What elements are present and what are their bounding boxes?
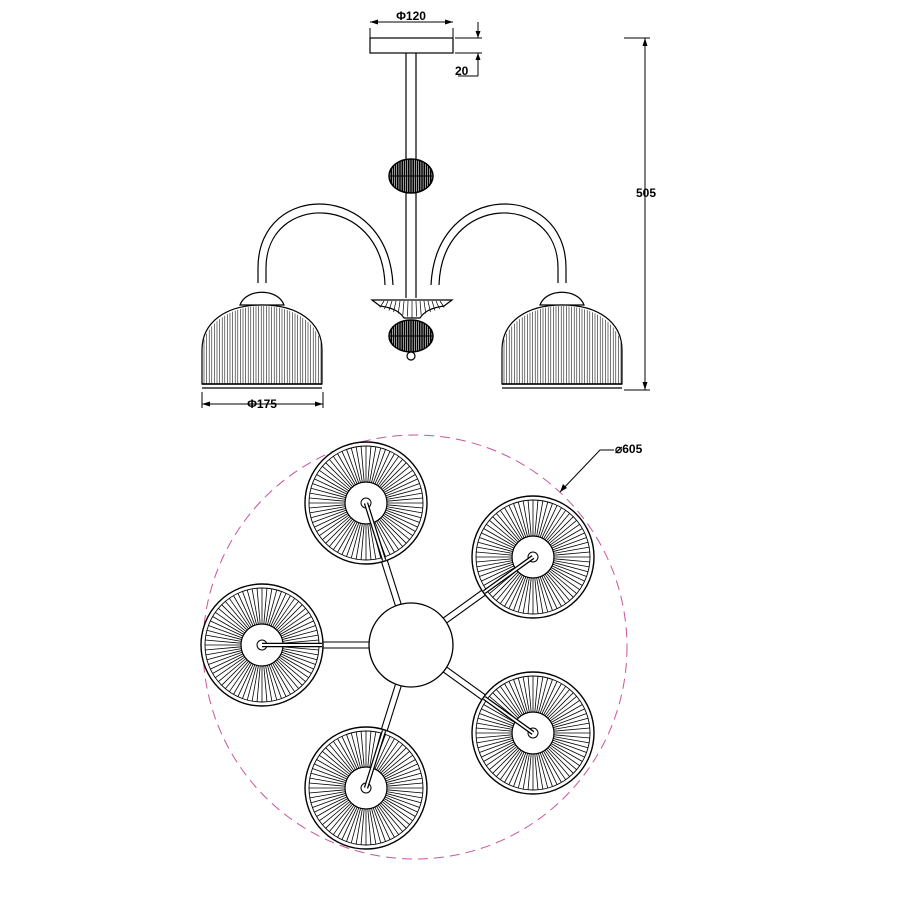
plan-shade-3 bbox=[200, 583, 324, 707]
plan-shades bbox=[200, 441, 595, 850]
ceiling-canopy bbox=[369, 37, 454, 54]
central-bobeche bbox=[370, 299, 454, 319]
bottom-finial bbox=[406, 351, 416, 361]
central-body-top bbox=[368, 602, 454, 688]
dimension-annotations bbox=[201, 19, 650, 493]
lower-decorative-ball bbox=[388, 319, 434, 353]
plan-view bbox=[200, 434, 628, 860]
left-shade bbox=[201, 291, 323, 389]
left-arm-outer bbox=[257, 203, 394, 286]
plan-shade-4 bbox=[471, 671, 595, 795]
side-elevation-view bbox=[201, 37, 623, 389]
shade-diameter-label: Φ175 bbox=[247, 397, 277, 411]
canopy-height-label: 20 bbox=[455, 64, 469, 78]
overall-diameter-label: ⌀605 bbox=[615, 442, 643, 456]
right-arm-outer bbox=[430, 203, 567, 286]
left-arm-inner bbox=[265, 212, 386, 286]
right-arm-inner bbox=[438, 212, 559, 286]
canopy-diameter-label: Φ120 bbox=[396, 9, 426, 23]
right-shade bbox=[501, 291, 623, 389]
upper-decorative-ball bbox=[388, 158, 434, 194]
plan-shade-1 bbox=[304, 441, 428, 565]
total-height-label: 505 bbox=[636, 186, 656, 200]
plan-shade-2 bbox=[471, 495, 595, 619]
plan-shade-5 bbox=[304, 726, 428, 850]
